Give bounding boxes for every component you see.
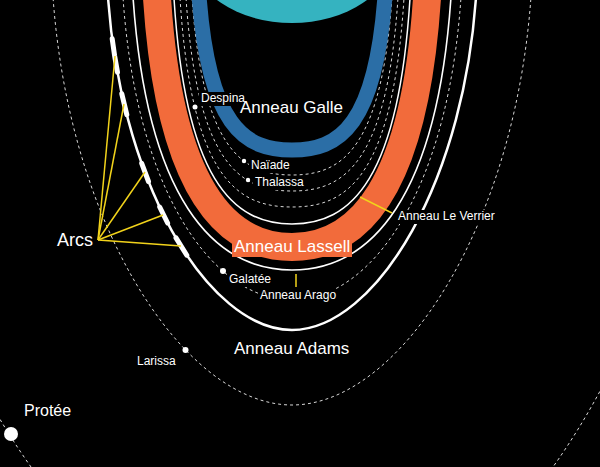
ring-label: Anneau Le Verrier — [396, 210, 497, 224]
leader-line — [295, 274, 297, 287]
leader-line — [98, 215, 163, 240]
moon-label: Galatée — [227, 273, 273, 287]
thalassa-orbit — [185, 0, 399, 191]
ring-label: Anneau Arago — [258, 289, 338, 303]
moon-dot — [183, 347, 189, 353]
moon-dot — [193, 105, 198, 110]
leader-line — [98, 56, 115, 240]
moon-dot — [4, 427, 18, 441]
arcs-label: Arcs — [55, 230, 95, 251]
neptune-planet — [192, 0, 392, 23]
moon-label: Larissa — [135, 355, 178, 369]
moon-label: Naïade — [249, 159, 292, 173]
leader-line — [98, 104, 124, 240]
leader-line — [360, 197, 392, 213]
larissa-orbit — [52, 0, 532, 405]
lassell-ring — [156, 0, 428, 247]
moon-dot — [220, 268, 226, 274]
arago-ring — [132, 0, 452, 270]
ring-arc — [160, 207, 168, 223]
ring-arc — [176, 238, 187, 255]
moon-label: Protée — [22, 402, 73, 420]
galatee-orbit — [122, 0, 462, 300]
moon-label: Despina — [199, 92, 247, 106]
galle-ring — [198, 0, 386, 150]
leader-line — [98, 172, 145, 240]
leader-line — [98, 240, 181, 246]
moon-dot — [246, 178, 250, 182]
ring-label: Anneau Galle — [238, 98, 345, 118]
ring-label: Anneau Adams — [232, 339, 351, 359]
ring-label: Anneau Lassell — [232, 237, 352, 257]
naiade-orbit — [191, 0, 393, 175]
ring-arc — [112, 39, 117, 73]
moon-label: Thalassa — [253, 176, 306, 190]
moon-dot — [242, 159, 246, 163]
adams-ring — [107, 0, 477, 330]
le-verrier-ring — [173, 0, 411, 224]
